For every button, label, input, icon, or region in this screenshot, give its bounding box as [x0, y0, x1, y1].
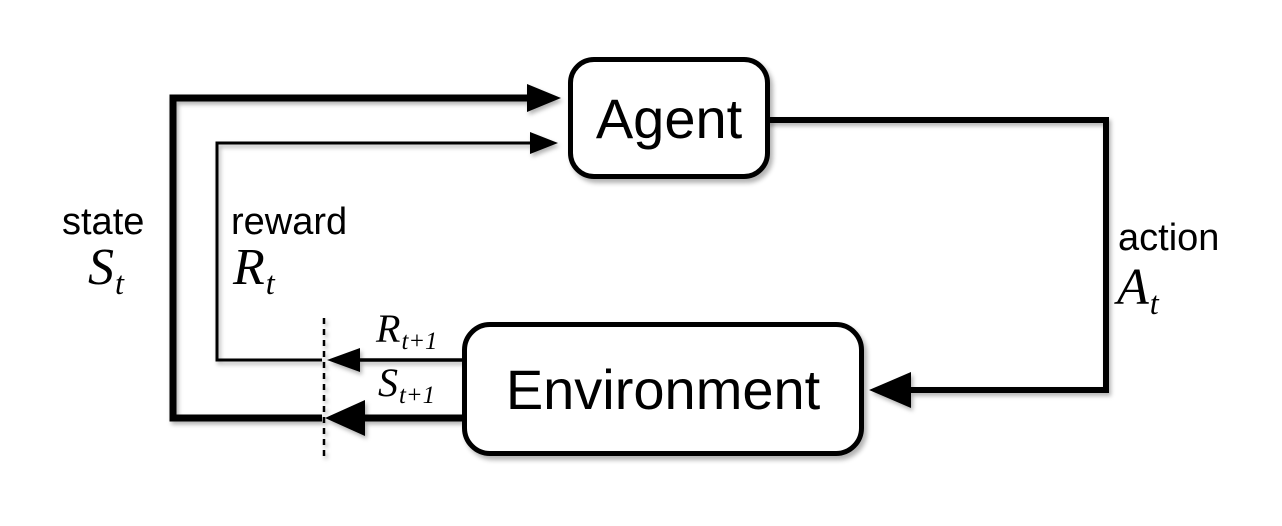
agent-node-label: Agent — [595, 86, 743, 150]
next-state-arrowhead-icon — [325, 400, 365, 436]
reward-symbol-base: R — [233, 239, 265, 296]
state-symbol-base: S — [88, 239, 114, 296]
state-symbol: St — [88, 242, 124, 299]
next-state-symbol-base: S — [378, 360, 398, 405]
next-reward-symbol-base: R — [376, 306, 401, 351]
action-arrowhead-icon — [869, 372, 911, 408]
reward-symbol: Rt — [233, 242, 275, 299]
action-symbol-subscript: t — [1149, 284, 1159, 321]
state-arrowhead-icon — [527, 84, 561, 112]
reward-label: reward — [231, 201, 348, 243]
action-label: action — [1118, 217, 1220, 259]
state-label: state — [62, 201, 145, 243]
state-arrow-line — [169, 94, 530, 422]
environment-node: Environment — [462, 322, 864, 456]
reward-arrowhead-icon — [530, 132, 558, 154]
action-arrow-line — [767, 117, 1109, 393]
next-reward-symbol-subscript: t+1 — [401, 328, 438, 356]
next-state-symbol-subscript: t+1 — [399, 382, 436, 410]
reward-arrow-line — [215, 141, 533, 362]
reward-symbol-subscript: t — [265, 264, 275, 301]
next-reward-symbol: Rt+1 — [376, 309, 437, 355]
action-symbol: At — [1117, 262, 1159, 319]
agent-node: Agent — [568, 57, 770, 179]
next-reward-arrowhead-icon — [327, 348, 360, 372]
state-symbol-subscript: t — [115, 264, 124, 301]
action-symbol-base: A — [1117, 259, 1149, 316]
next-state-symbol: St+1 — [378, 363, 435, 409]
environment-node-label: Environment — [505, 357, 821, 421]
